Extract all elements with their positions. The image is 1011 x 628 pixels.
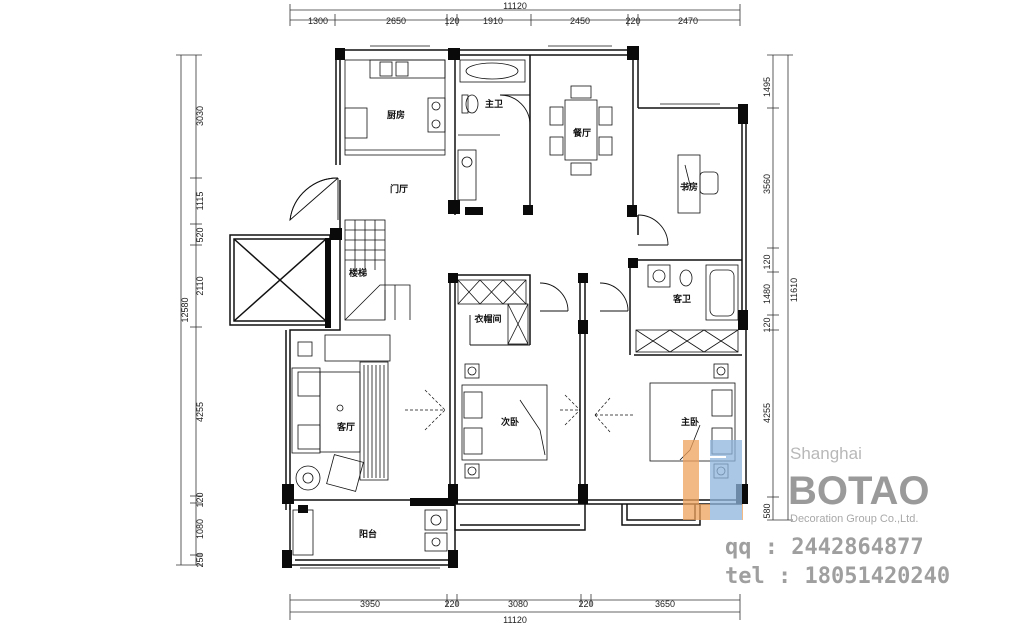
bottom-dim-4: 220 (578, 599, 593, 609)
guest-bath-fixtures (647, 264, 739, 321)
room-label-living: 客厅 (336, 421, 355, 433)
left-dim-1: 3030 (195, 106, 205, 126)
living-room-furniture (291, 334, 391, 492)
right-dim-1: 1495 (762, 77, 772, 97)
wall-columns (282, 46, 748, 568)
kitchen-fixtures (344, 59, 446, 156)
top-dim-5: 2450 (570, 16, 590, 26)
stairs (344, 219, 411, 321)
room-label-guest-bath: 客卫 (672, 293, 691, 305)
watermark-city: Shanghai (790, 444, 862, 463)
wardrobes (457, 279, 739, 353)
room-label-dining: 餐厅 (572, 127, 591, 139)
bottom-dim-1: 3950 (360, 599, 380, 609)
dining-table (549, 85, 613, 176)
left-dim-3: 520 (195, 227, 205, 242)
second-bedroom-bed (461, 363, 548, 479)
left-dimensions (176, 54, 202, 566)
right-dim-3: 120 (762, 254, 772, 269)
balcony-fixtures (292, 509, 448, 556)
master-bath-fixtures (457, 59, 526, 201)
top-dim-7: 2470 (678, 16, 698, 26)
top-dim-2: 2650 (386, 16, 406, 26)
right-dim-4: 1480 (762, 284, 772, 304)
room-label-study: 书房 (680, 181, 698, 193)
room-label-kitchen: 厨房 (387, 109, 405, 121)
bottom-dimensions (289, 594, 741, 620)
left-dim-5: 4255 (195, 402, 205, 422)
bottom-total-dimension: 11120 (503, 615, 527, 625)
left-dim-7: 1080 (195, 519, 205, 539)
right-dim-5: 120 (762, 317, 772, 332)
windows (300, 45, 720, 569)
bottom-dim-3: 3080 (508, 599, 528, 609)
room-label-closet: 衣帽间 (474, 313, 501, 325)
room-label-master-bath: 主卫 (485, 98, 503, 110)
left-dim-6: 120 (195, 492, 205, 507)
right-dim-7: 580 (762, 503, 772, 518)
room-label-master-bedroom: 主卧 (681, 416, 699, 428)
right-dimensions (767, 54, 793, 521)
bottom-dim-5: 3650 (655, 599, 675, 609)
sliding-doors (405, 389, 635, 433)
watermark-qq: qq : 2442864877 (725, 535, 924, 560)
right-total-dimension: 11610 (789, 278, 799, 302)
walls (229, 49, 747, 566)
study-desk (677, 154, 719, 214)
watermark-brand: BOTAO (788, 469, 929, 513)
top-dim-4: 1910 (483, 16, 503, 26)
top-dimensions (289, 4, 741, 26)
room-label-foyer: 门厅 (390, 183, 408, 195)
left-total-dimension: 12580 (180, 297, 190, 322)
top-total-dimension: 11120 (503, 1, 527, 11)
left-dim-4: 2110 (195, 276, 205, 295)
company-logo (683, 440, 743, 520)
left-dim-8: 250 (195, 552, 205, 567)
top-dim-6: 220 (625, 16, 640, 26)
watermark-tel: tel : 18051420240 (725, 564, 950, 589)
right-dim-2: 3560 (762, 174, 772, 194)
top-dim-3: 120 (444, 16, 459, 26)
left-dim-2: 1115 (195, 192, 205, 211)
room-label-stairs: 楼梯 (349, 267, 367, 279)
watermark-subtitle: Decoration Group Co.,Ltd. (790, 513, 918, 525)
room-label-second-bedroom: 次卧 (501, 416, 519, 428)
bottom-dim-2: 220 (444, 599, 459, 609)
doors (289, 94, 669, 346)
room-label-balcony: 阳台 (359, 528, 377, 540)
right-dim-6: 4255 (762, 403, 772, 423)
top-dim-1: 1300 (308, 16, 328, 26)
